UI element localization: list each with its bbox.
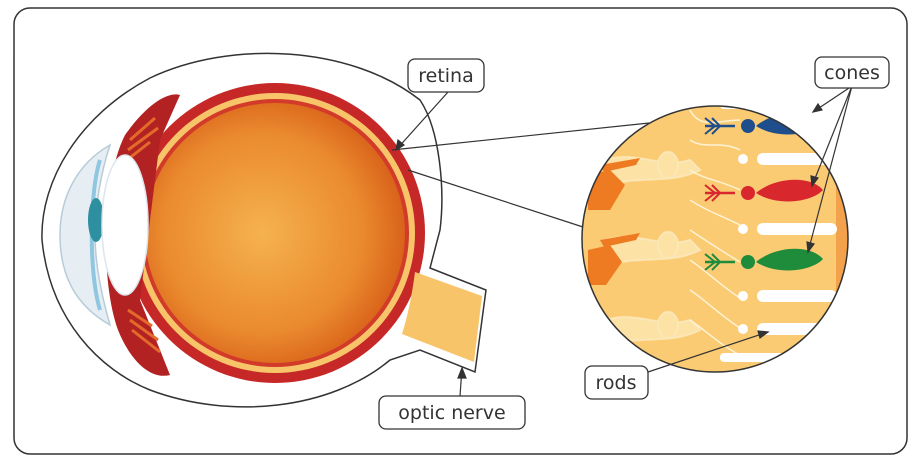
vitreous-body	[145, 103, 405, 363]
label-rods-text: rods	[596, 372, 637, 394]
label-rods: rods	[585, 366, 648, 399]
label-cones-text: cones	[824, 62, 880, 84]
lens	[102, 155, 148, 295]
label-retina-text: retina	[418, 65, 474, 87]
label-cones: cones	[815, 57, 889, 88]
label-optic-nerve: optic nerve	[379, 396, 525, 429]
label-retina: retina	[408, 59, 484, 92]
label-optic-nerve-text: optic nerve	[398, 402, 505, 424]
